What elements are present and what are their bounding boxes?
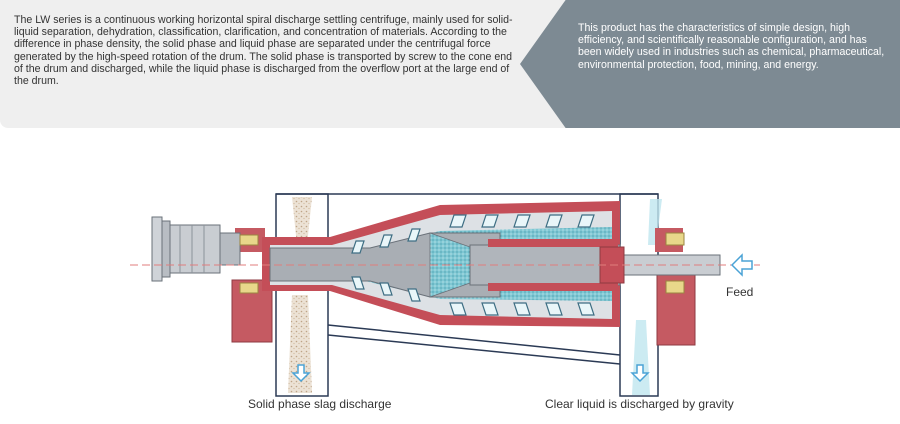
- centrifuge-diagram: Feed Solid phase slag discharge Clear li…: [0, 135, 900, 419]
- solid-discharge-stream: [288, 197, 312, 393]
- solid-discharge-label: Solid phase slag discharge: [248, 397, 392, 411]
- description-left-text: The LW series is a continuous working ho…: [14, 14, 513, 88]
- description-left-box: [0, 0, 610, 128]
- frame: [275, 193, 659, 397]
- bearings: [239, 232, 685, 294]
- screw-flights: [351, 214, 595, 316]
- description-right-text: This product has the characteristics of …: [578, 22, 885, 71]
- liquid-discharge-label: Clear liquid is discharged by gravity: [545, 397, 734, 411]
- drum: [262, 201, 621, 327]
- description-panel: The LW series is a continuous working ho…: [0, 0, 900, 128]
- solid-discharge-arrow-icon: [291, 364, 311, 383]
- centrifuge-drawing: [130, 193, 760, 397]
- description-right-box: [520, 0, 900, 128]
- feed-label: Feed: [726, 285, 754, 299]
- liquid-discharge-arrow-icon: [630, 364, 650, 383]
- drive-pulley: [151, 216, 241, 282]
- feed-arrow-icon: [730, 253, 753, 277]
